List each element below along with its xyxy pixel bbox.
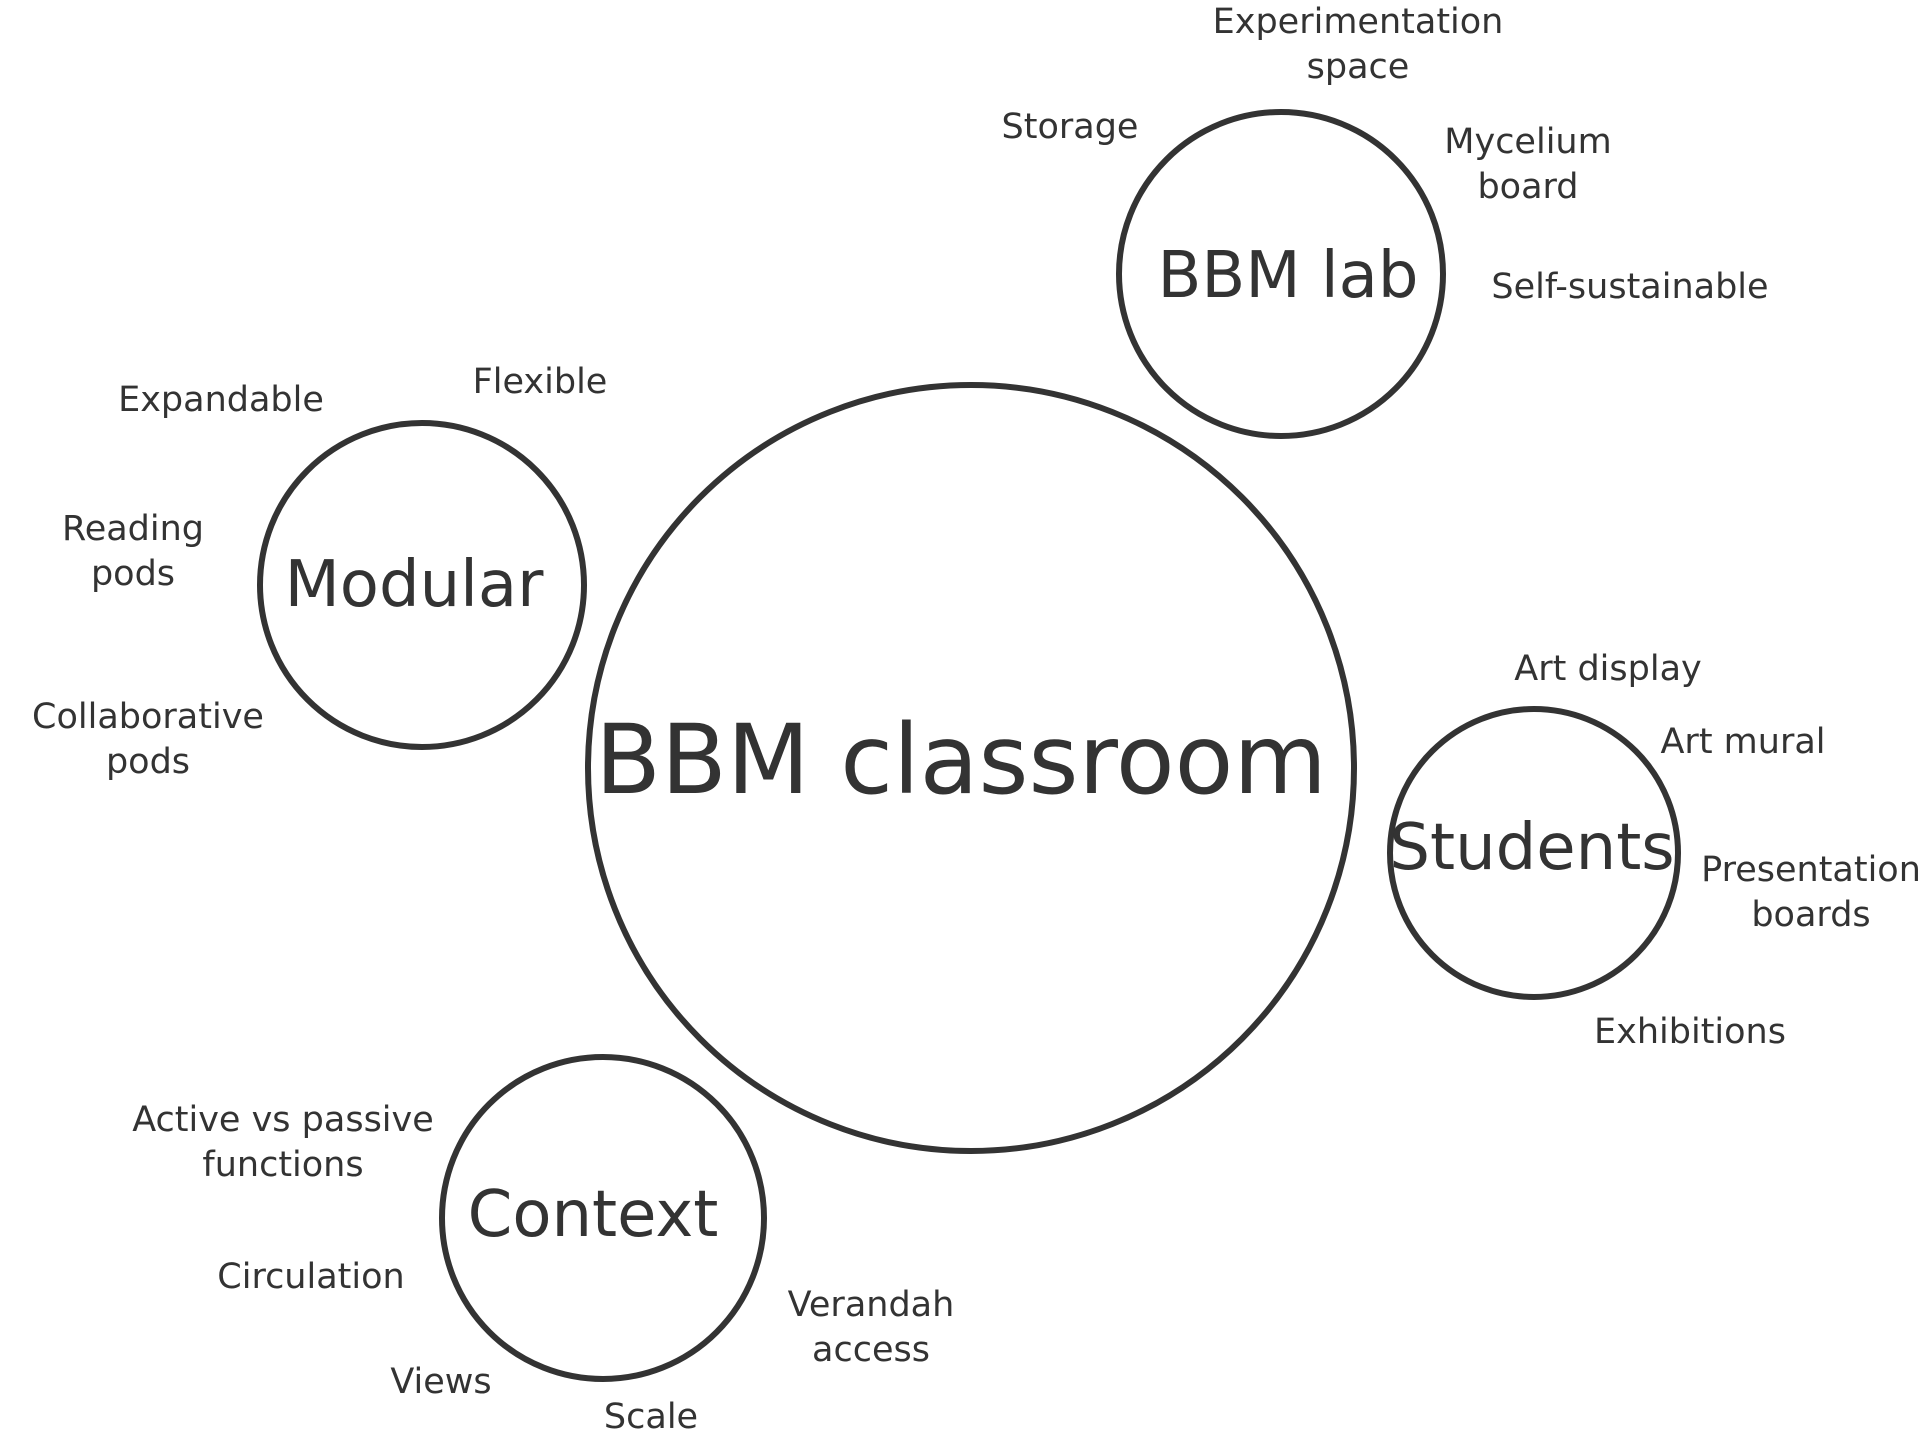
modular-circle [257,420,587,750]
students-label-art-display: Art display [1514,649,1701,689]
lab-node: BBM lab Experimentation space Storage My… [1002,2,1769,439]
context-label-verandah: Verandah [788,1285,955,1325]
lab-label-experimentation: Experimentation [1213,2,1504,42]
students-label-exhibitions: Exhibitions [1594,1012,1786,1052]
lab-label-board: board [1477,167,1578,207]
context-label-functions: functions [202,1145,363,1185]
center-circle [585,382,1357,1154]
students-label-presentation: Presentation [1701,850,1921,890]
modular-node: Modular Expandable Flexible Reading pods… [32,362,607,782]
students-circle [1387,706,1681,1000]
context-title: Context [468,1178,719,1252]
center-title: BBM classroom [595,704,1327,816]
context-label-scale: Scale [604,1397,698,1434]
context-node: Context Active vs passive functions Circ… [132,1054,955,1434]
students-node: Students Art display Art mural Presentat… [1387,649,1921,1052]
students-title: Students [1389,811,1674,885]
modular-label-expandable: Expandable [118,380,324,420]
context-label-active-vs-passive: Active vs passive [132,1100,434,1140]
modular-label-collaborative-pods: pods [106,742,190,782]
modular-title: Modular [285,548,545,622]
lab-label-storage: Storage [1002,107,1139,147]
context-label-views: Views [390,1362,491,1402]
modular-label-reading: Reading [62,509,204,549]
lab-circle [1116,109,1446,439]
modular-label-flexible: Flexible [473,362,608,402]
lab-label-mycelium: Mycelium [1444,122,1611,162]
lab-title: BBM lab [1158,239,1419,313]
students-label-boards: boards [1751,895,1870,935]
context-label-circulation: Circulation [217,1257,404,1297]
context-circle [439,1054,767,1382]
lab-label-space: space [1307,47,1410,87]
students-label-art-mural: Art mural [1660,722,1825,762]
lab-label-self-sustainable: Self-sustainable [1491,267,1768,307]
modular-label-collaborative: Collaborative [32,697,264,737]
modular-label-reading-pods: pods [91,554,175,594]
context-label-access: access [812,1330,930,1370]
center-node: BBM classroom [585,382,1357,1154]
